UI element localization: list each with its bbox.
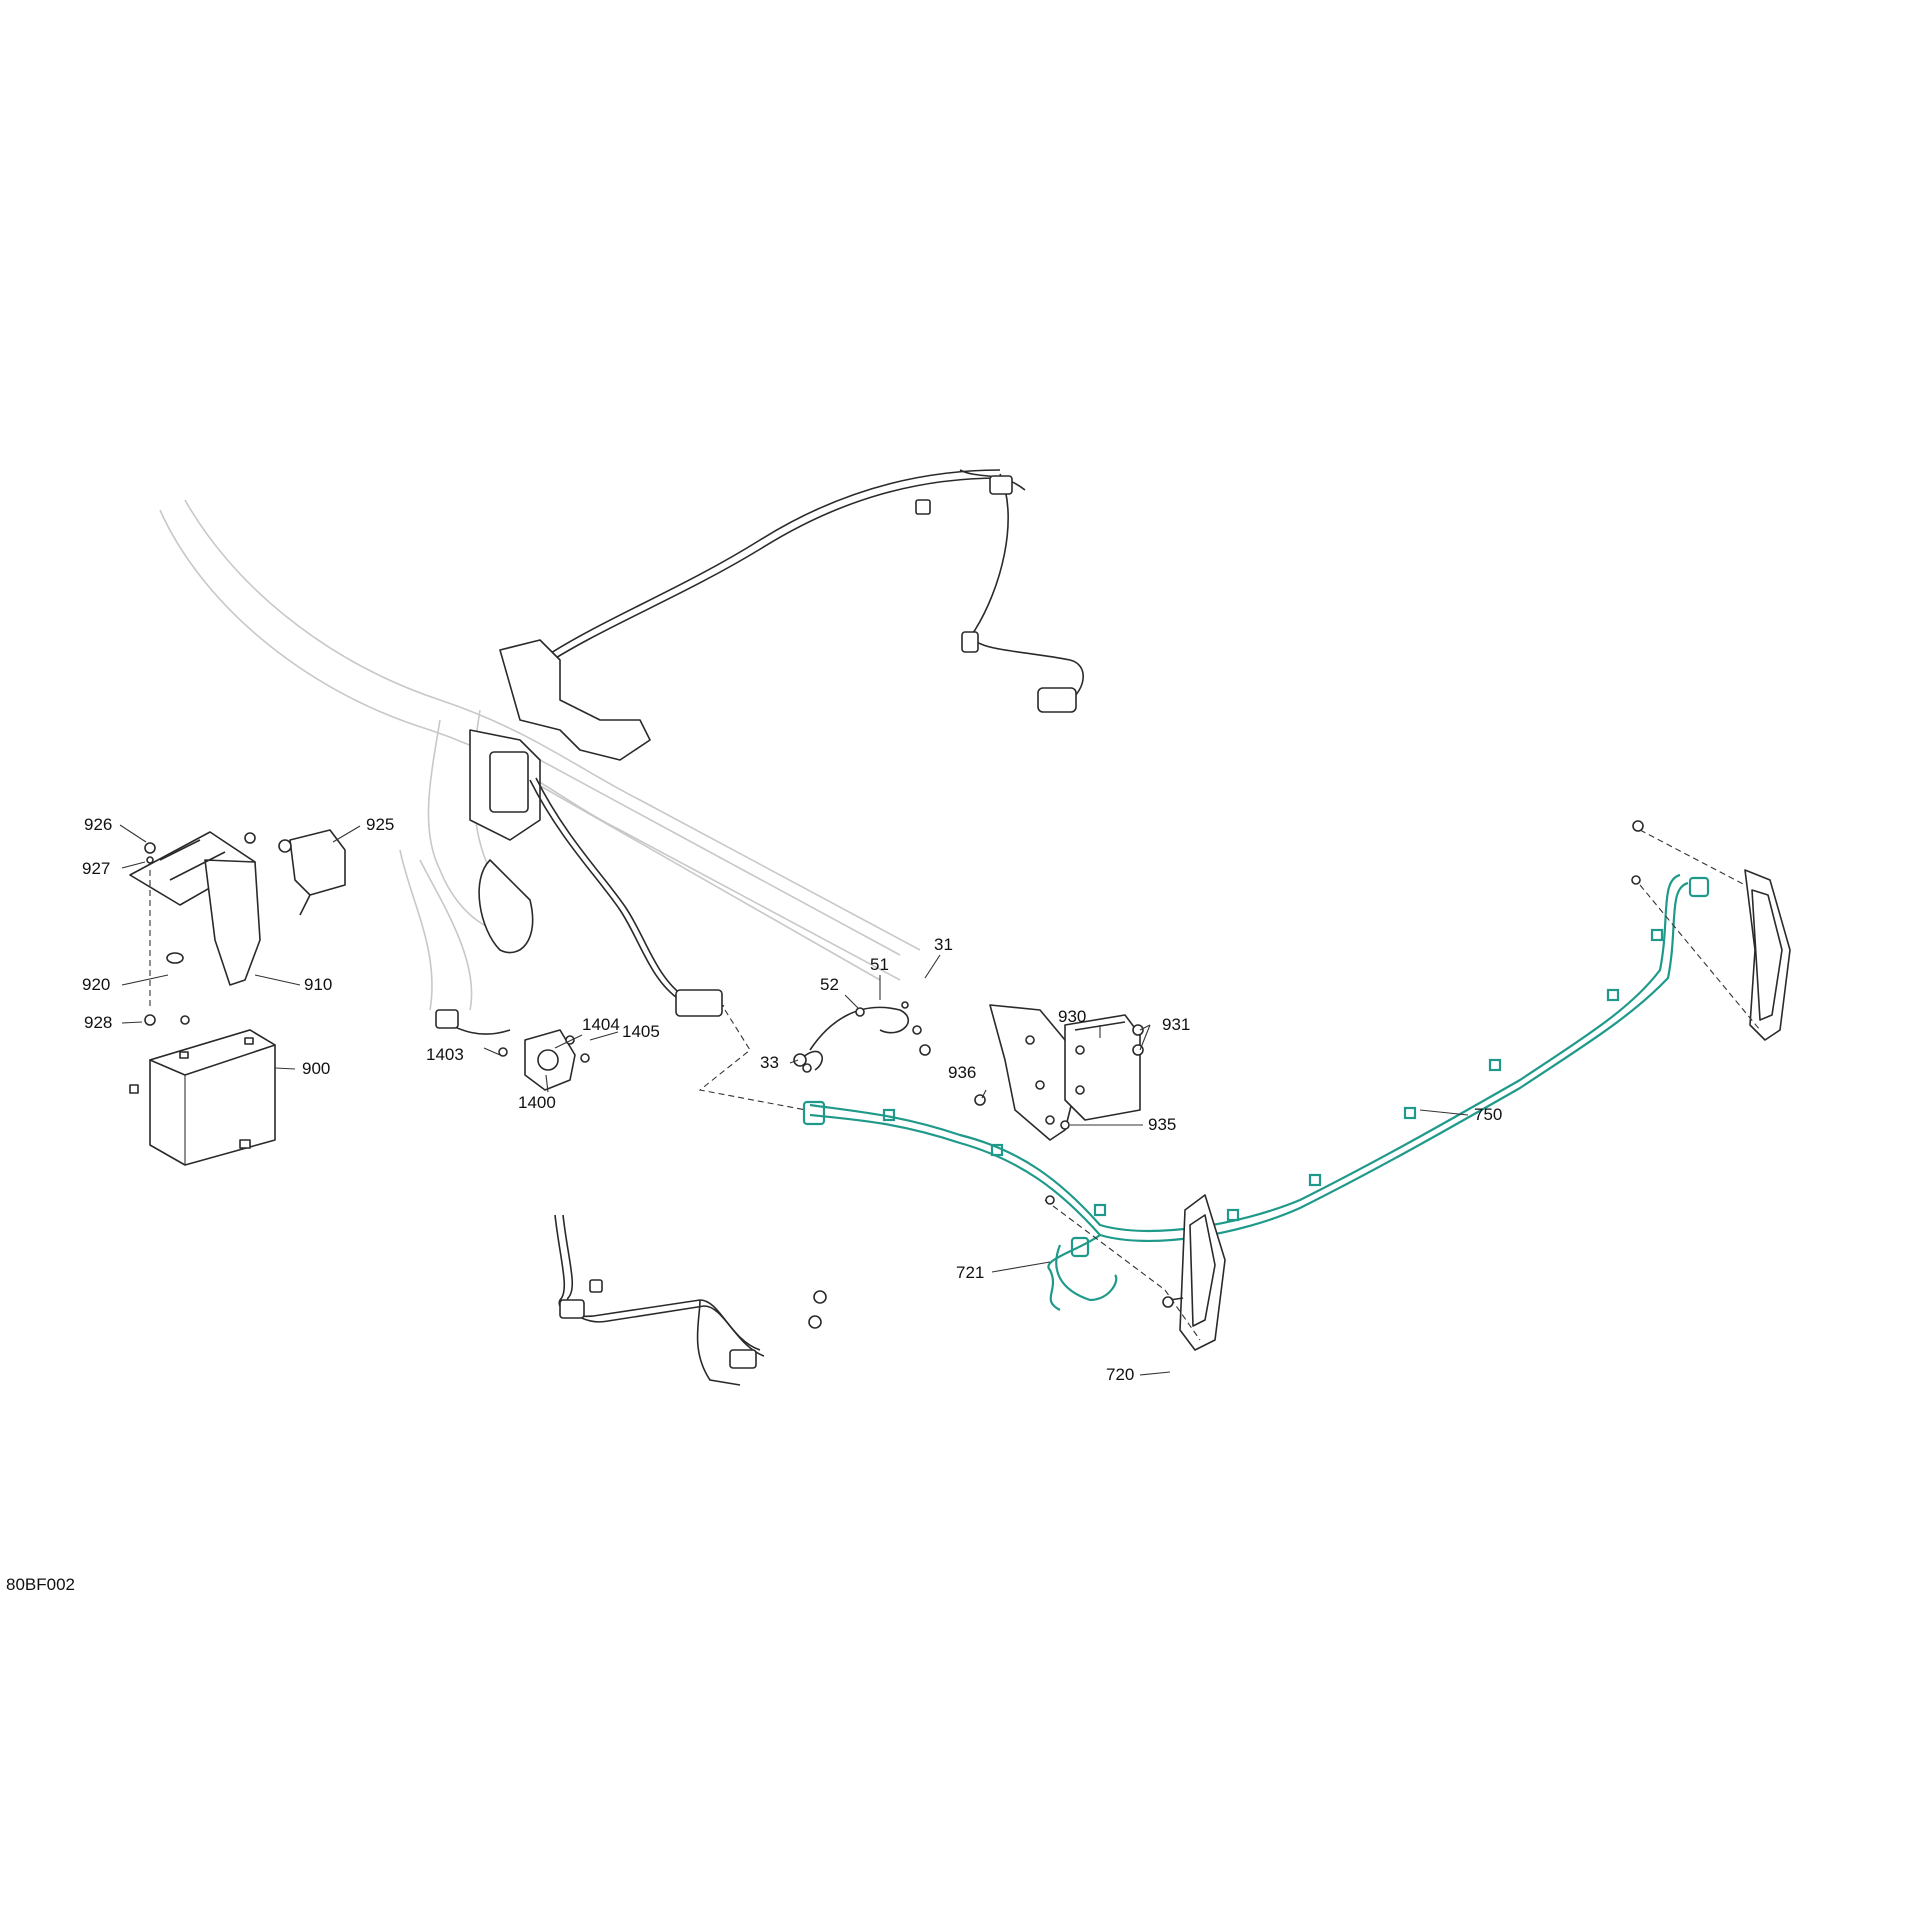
battery — [129, 1029, 276, 1166]
misc-fasteners — [919, 1044, 1055, 1205]
central-bracket — [469, 639, 651, 954]
callout-930: 930 — [1058, 1007, 1086, 1026]
clip-5 — [1308, 1173, 1322, 1187]
harness-750-wire-a — [809, 873, 1681, 1233]
callout-1403: 1403 — [426, 1045, 464, 1064]
ground-cable — [793, 1001, 922, 1073]
callout-926: 926 — [84, 815, 112, 834]
module-bracket — [989, 1004, 1076, 1141]
callout-720: 720 — [1106, 1365, 1134, 1384]
callout-31: 31 — [934, 935, 953, 954]
callout-925: 925 — [366, 815, 394, 834]
connector-main — [802, 1100, 826, 1126]
clip-2 — [990, 1143, 1004, 1157]
taillight-lower — [1162, 1194, 1226, 1351]
callout-928: 928 — [84, 1013, 112, 1032]
frame-tubes — [159, 499, 921, 1011]
battery-bracket — [129, 831, 261, 986]
harness-721-lead — [1055, 1244, 1118, 1302]
callout-920: 920 — [82, 975, 110, 994]
callout-52: 52 — [820, 975, 839, 994]
callout-910: 910 — [304, 975, 332, 994]
diagram-code: 80BF002 — [6, 1575, 75, 1594]
callout-750: 750 — [1474, 1105, 1502, 1124]
callout-1405: 1405 — [622, 1022, 660, 1041]
clip-3 — [1093, 1203, 1107, 1217]
lower-harness — [554, 1214, 827, 1386]
rear-light-harness — [802, 873, 1710, 1311]
harness-721-wire — [1047, 1234, 1101, 1311]
callout-936: 936 — [948, 1063, 976, 1082]
callout-33: 33 — [760, 1053, 779, 1072]
callout-900: 900 — [302, 1059, 330, 1078]
mid-harness — [435, 777, 725, 1035]
leader-lines — [119, 824, 1469, 1376]
taillight-upper — [1631, 820, 1791, 1041]
clip-4 — [1226, 1208, 1240, 1222]
callout-931: 931 — [1162, 1015, 1190, 1034]
assembly-lines — [698, 829, 1761, 1341]
upper-harness — [539, 469, 1084, 713]
clip-9 — [1650, 928, 1664, 942]
module-930 — [974, 1014, 1144, 1130]
clip-8 — [1606, 988, 1620, 1002]
callout-51: 51 — [870, 955, 889, 974]
starter-relay — [498, 1029, 590, 1091]
callout-1404: 1404 — [582, 1015, 620, 1034]
callouts: 926 927 920 928 910 925 900 1404 1403 14… — [82, 815, 1502, 1384]
clip-1 — [882, 1108, 896, 1122]
battery-fasteners — [144, 832, 256, 1026]
harness-750-wire-b — [809, 881, 1689, 1243]
connector-rear — [1688, 876, 1710, 898]
callout-935: 935 — [1148, 1115, 1176, 1134]
callout-927: 927 — [82, 859, 110, 878]
callout-1400: 1400 — [518, 1093, 556, 1112]
callout-721: 721 — [956, 1263, 984, 1282]
relay-925 — [278, 829, 346, 916]
connector-front — [1070, 1236, 1090, 1258]
clip-6 — [1403, 1106, 1417, 1120]
clip-7 — [1488, 1058, 1502, 1072]
